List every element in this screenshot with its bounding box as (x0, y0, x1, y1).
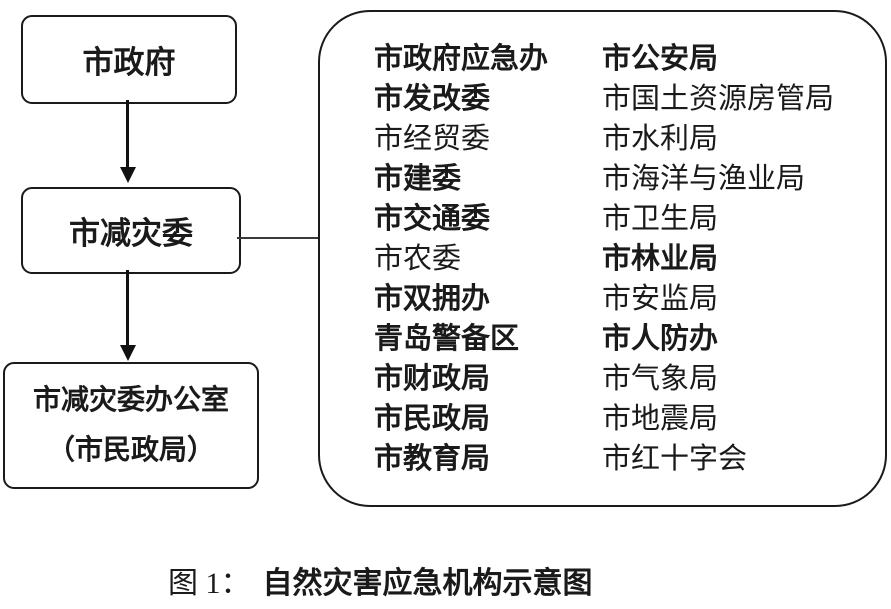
node-committee-office-line2: （市民政局） (46, 434, 215, 466)
figure-caption-number: 图 1： (168, 567, 251, 600)
agency-item: 市教育局 (374, 443, 491, 475)
agency-item: 市政府应急办 (374, 43, 549, 75)
agency-item: 市人防办 (602, 323, 719, 355)
agency-item: 市红十字会 (602, 443, 748, 475)
node-city-government-label: 市政府 (82, 45, 176, 80)
agency-item: 市国土资源房管局 (602, 83, 835, 115)
agency-item: 市林业局 (602, 243, 719, 275)
agency-item: 市公安局 (602, 43, 719, 75)
agency-item: 市民政局 (374, 403, 491, 435)
agencies-column-right: 市公安局 市国土资源房管局 市水利局 市海洋与渔业局 市卫生局 市林业局 市安监… (602, 39, 834, 479)
node-committee-office-line1: 市减灾委办公室 (32, 384, 229, 416)
agency-item: 市发改委 (374, 83, 491, 115)
agency-item: 市交通委 (374, 203, 491, 235)
agencies-column-left: 市政府应急办 市发改委 市经贸委 市建委 市交通委 市农委 市双拥办 青岛警备区… (374, 39, 548, 479)
agency-item: 市安监局 (602, 283, 719, 315)
agency-item: 市双拥办 (374, 283, 491, 315)
arrow-down-icon (120, 167, 136, 183)
node-disaster-reduction-committee: 市减灾委 (21, 187, 241, 274)
connector-committee-to-panel (237, 237, 318, 239)
agency-item: 市气象局 (602, 363, 719, 395)
node-committee-office: 市减灾委办公室 （市民政局） (3, 362, 259, 489)
agency-item: 市财政局 (374, 363, 491, 395)
agency-item: 市建委 (374, 163, 462, 195)
agency-item: 市海洋与渔业局 (602, 163, 806, 195)
agencies-panel: 市政府应急办 市发改委 市经贸委 市建委 市交通委 市农委 市双拥办 青岛警备区… (318, 10, 887, 507)
arrow-government-to-committee-line (126, 100, 129, 168)
agency-item: 青岛警备区 (374, 323, 520, 355)
agency-item: 市水利局 (602, 123, 719, 155)
node-disaster-reduction-committee-label: 市减灾委 (69, 216, 193, 251)
figure-caption: 图 1： 自然灾害应急机构示意图 (168, 558, 593, 602)
node-city-government: 市政府 (21, 15, 237, 104)
agency-item: 市农委 (374, 243, 462, 275)
arrow-down-icon (120, 345, 136, 361)
agency-item: 市经贸委 (374, 123, 491, 155)
figure-caption-title: 自然灾害应急机构示意图 (262, 567, 593, 600)
agency-item: 市卫生局 (602, 203, 719, 235)
arrow-committee-to-office-line (126, 270, 129, 346)
agency-item: 市地震局 (602, 403, 719, 435)
